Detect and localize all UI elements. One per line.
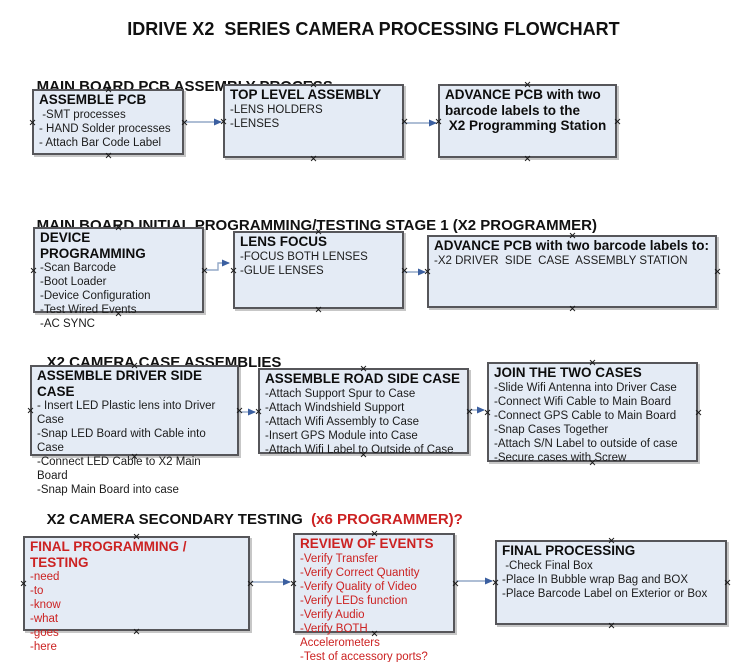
box-final-processing: FINAL PROCESSING -Check Final Box -Place… [495, 540, 727, 625]
box-device-programming: DEVICE PROGRAMMING -Scan Barcode -Boot L… [33, 227, 204, 330]
box-line: -what [30, 613, 59, 625]
box-lens-focus: LENS FOCUS -FOCUS BOTH LENSES -GLUE LENS… [233, 231, 404, 309]
box-line: - Attach Bar Code Label [39, 136, 162, 149]
box-title: ASSEMBLE DRIVER SIDE CASE [37, 368, 206, 399]
box-title: DEVICE PROGRAMMING [40, 230, 146, 261]
box-line: -to [30, 585, 44, 597]
box-line: -Test of accessory ports? [300, 650, 428, 662]
section-heading-red-suffix: (x6 PROGRAMMER)? [302, 511, 463, 528]
box-line: -Connect GPS Cable to Main Board [494, 409, 677, 422]
box-join-two-cases: JOIN THE TWO CASES -Slide Wifi Antenna i… [487, 362, 698, 464]
box-line: -Snap Main Board into case [37, 484, 179, 496]
box-line: -FOCUS BOTH LENSES [240, 250, 368, 263]
box-line: -Insert GPS Module into Case [265, 429, 418, 442]
box-line: -Verify Transfer [300, 552, 378, 565]
box-line: -Test Wired Events [40, 304, 137, 316]
box-line: -Verify Correct Quantity [300, 566, 420, 579]
box-line: -Verify BOTH Accelerometers [300, 622, 380, 649]
box-line: -Attach Windshield Support [265, 401, 405, 414]
box-line: -Snap Cases Together [494, 423, 609, 436]
box-review-of-events: REVIEW OF EVENTS -Verify Transfer -Verif… [293, 533, 455, 662]
box-line: -Check Final Box [502, 559, 593, 572]
box-line: -Attach Wifi Label to Outside of Case [265, 443, 454, 456]
box-line: -Attach Support Spur to Case [265, 387, 416, 400]
box-line: -X2 DRIVER SIDE CASE ASSEMBLY STATION [434, 254, 688, 267]
box-line: - HAND Solder processes [39, 122, 171, 135]
box-line: -Secure cases with Screw [494, 451, 627, 464]
box-title: TOP LEVEL ASSEMBLY [230, 87, 382, 102]
box-line: -Scan Barcode [40, 262, 117, 274]
box-top-level-assembly: TOP LEVEL ASSEMBLY -LENS HOLDERS -LENSES [223, 84, 404, 158]
box-line: -Connect LED Cable to X2 Main Board [37, 456, 204, 482]
box-line: -Verify LEDs function [300, 594, 408, 607]
box-title: JOIN THE TWO CASES [494, 365, 642, 380]
box-advance-pcb-programming-station: ADVANCE PCB with two barcode labels to t… [438, 84, 617, 158]
box-line: -Verify Audio [300, 608, 365, 621]
box-title: ASSEMBLE ROAD SIDE CASE [265, 371, 461, 386]
box-assemble-pcb: ASSEMBLE PCB -SMT processes - HAND Solde… [32, 89, 184, 155]
box-line: -Verify Quality of Video [300, 580, 417, 593]
box-final-programming-testing: FINAL PROGRAMMING / TESTING -need -to -k… [23, 536, 250, 653]
box-title: ASSEMBLE PCB [39, 92, 147, 107]
box-line: -here [30, 641, 57, 653]
box-line: -SMT processes [39, 108, 126, 121]
box-line: -Attach Wifi Assembly to Case [265, 415, 420, 428]
page-title: IDRIVE X2 SERIES CAMERA PROCESSING FLOWC… [127, 19, 620, 39]
connector-arrow [204, 259, 230, 271]
box-assemble-driver-side-case: ASSEMBLE DRIVER SIDE CASE - Insert LED P… [30, 365, 239, 496]
box-line: -know [30, 599, 61, 611]
box-line: -Place Barcode Label on Exterior or Box [502, 587, 708, 600]
box-line: -need [30, 571, 60, 583]
box-title: REVIEW OF EVENTS [300, 536, 434, 551]
box-line: -Device Configuration [40, 290, 151, 302]
box-assemble-road-side-case: ASSEMBLE ROAD SIDE CASE -Attach Support … [258, 368, 469, 456]
box-advance-pcb-driver-side: ADVANCE PCB with two barcode labels to: … [427, 235, 717, 308]
box-line: -Attach S/N Label to outside of case [494, 437, 678, 450]
box-line: -Slide Wifi Antenna into Driver Case [494, 381, 677, 394]
box-line: -GLUE LENSES [240, 264, 324, 277]
box-title: ADVANCE PCB with two barcode labels to t… [445, 87, 607, 133]
box-title: LENS FOCUS [240, 234, 328, 249]
box-line: -LENSES [230, 117, 280, 130]
box-line: -Snap LED Board with Cable into Case [37, 428, 209, 454]
box-line: -Connect Wifi Cable to Main Board [494, 395, 672, 408]
box-line: -AC SYNC [40, 318, 95, 330]
box-title: FINAL PROCESSING [502, 543, 636, 558]
box-line: - Insert LED Plastic lens into Driver Ca… [37, 400, 219, 426]
section-heading-secondary-testing: X2 CAMERA SECONDARY TESTING (x6 PROGRAMM… [30, 494, 463, 545]
box-title: ADVANCE PCB with two barcode labels to: [434, 238, 710, 253]
box-line: -LENS HOLDERS [230, 103, 323, 116]
box-line: -Boot Loader [40, 276, 107, 288]
box-title: FINAL PROGRAMMING / TESTING [30, 539, 191, 570]
box-line: -Place In Bubble wrap Bag and BOX [502, 573, 689, 586]
box-line: -goes [30, 627, 59, 639]
section-heading-text: X2 CAMERA SECONDARY TESTING [46, 511, 303, 528]
